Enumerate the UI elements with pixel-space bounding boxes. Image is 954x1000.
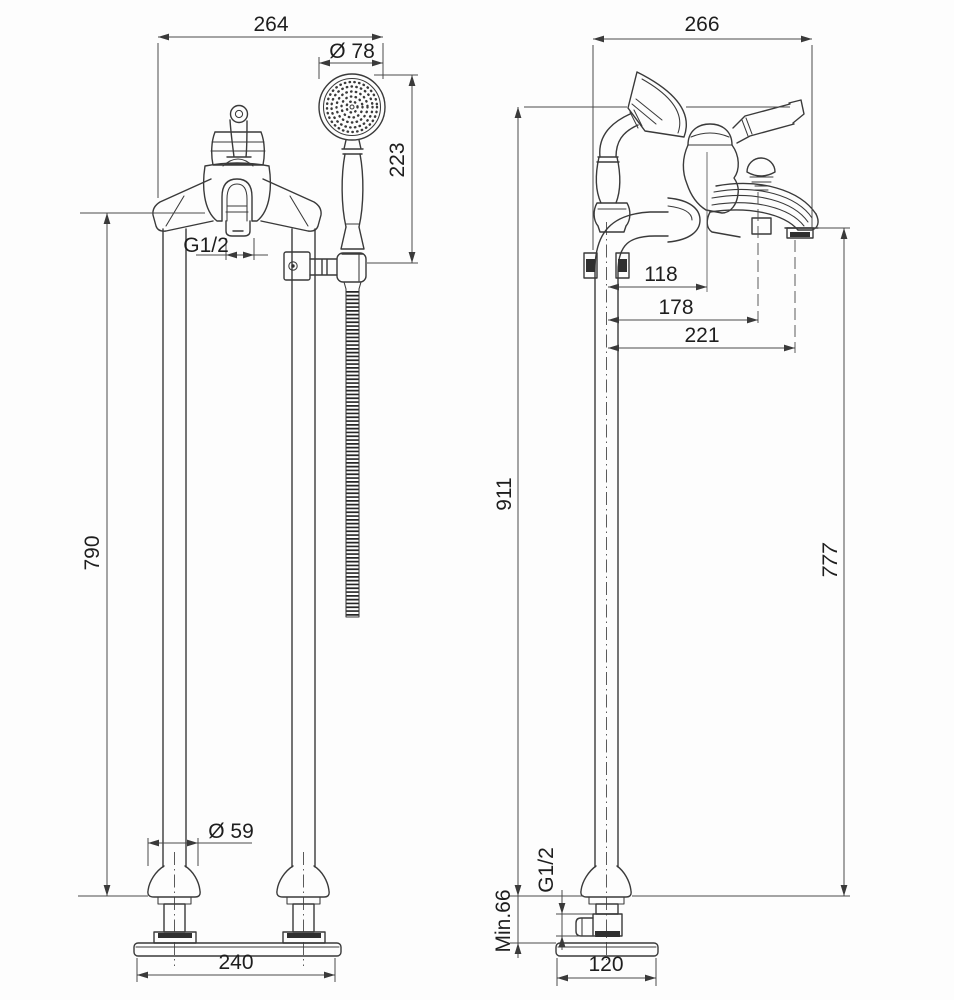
- dim-side-overall-depth: [592, 35, 813, 250]
- dim-front-shower-diameter: [318, 57, 383, 79]
- dim-side-inlet-thread: [556, 890, 596, 950]
- front-mixer-body: [152, 104, 322, 237]
- front-overall-width-label: 264: [253, 13, 288, 36]
- side-floor-base: [555, 865, 659, 957]
- side-plate-depth-label: 120: [588, 953, 623, 976]
- dim-side-overall-height: [508, 106, 850, 897]
- front-handshower: [283, 73, 386, 618]
- side-view-drawing: [555, 71, 819, 960]
- front-cover-diameter-label: Ø 59: [208, 820, 254, 843]
- front-shower-height-label: 223: [386, 142, 409, 177]
- front-plate-width-label: 240: [218, 951, 253, 974]
- dim-front-cover-diameter: [147, 838, 252, 866]
- dim-side-min-depth: [510, 896, 556, 958]
- dim-side-plate-depth: [556, 958, 657, 986]
- side-inlet-thread-label: G1/2: [535, 847, 558, 893]
- side-spout-height-label: 777: [819, 542, 842, 578]
- front-outlet-thread-label: G1/2: [183, 234, 229, 257]
- side-mixer-body: [667, 99, 819, 243]
- dim-front-plate-width: [136, 958, 336, 982]
- side-overall-height-label: 911: [493, 477, 516, 510]
- front-height-label: 790: [81, 535, 104, 570]
- dim-front-shower-height: [367, 74, 418, 264]
- dim-side-spout-height: [814, 227, 850, 896]
- front-floor-bases: [133, 852, 342, 966]
- dim-front-overall-width: [157, 33, 384, 198]
- dim-side-mixer-axis: [608, 152, 708, 292]
- side-spout-reach-label: 221: [684, 324, 719, 347]
- riser-columns: [162, 228, 316, 868]
- side-diverter-label: 178: [658, 296, 693, 319]
- dim-front-height: [78, 212, 205, 897]
- front-view-drawing: [133, 73, 386, 966]
- side-min-depth-label: Min.66: [492, 889, 515, 952]
- dim-front-outlet-thread: [196, 238, 268, 260]
- side-handshower: [593, 71, 687, 233]
- dim-side-spout-reach: [608, 240, 796, 353]
- side-mixer-axis-label: 118: [644, 263, 677, 286]
- dim-side-diverter: [608, 192, 759, 325]
- side-overall-depth-label: 266: [684, 13, 719, 36]
- front-shower-diameter-label: Ø 78: [329, 40, 375, 63]
